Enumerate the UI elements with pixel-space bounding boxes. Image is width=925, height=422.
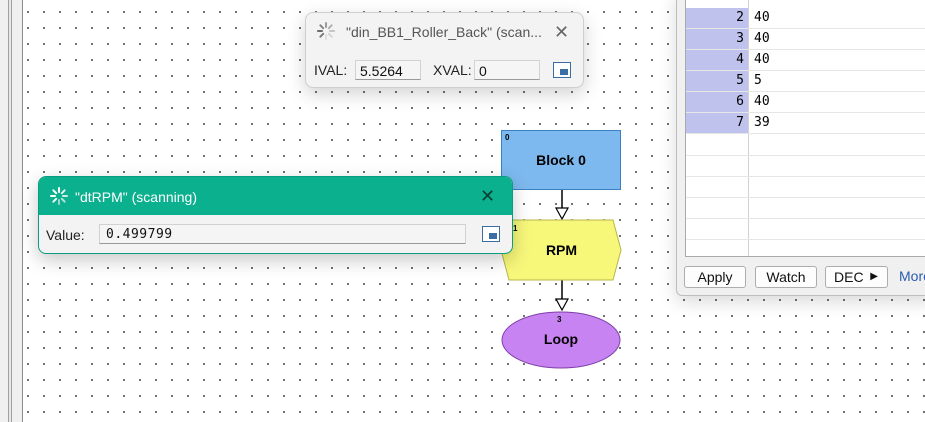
connector-rpm-loop — [555, 280, 569, 312]
empty-row — [686, 218, 925, 240]
block-number: 0 — [505, 133, 510, 142]
row-index: 6 — [686, 92, 748, 112]
ival-field[interactable]: 5.5264 — [355, 60, 421, 80]
block-number: 3 — [557, 315, 562, 324]
watch-window-titlebar[interactable]: "dtRPM" (scanning) ✕ — [39, 177, 512, 215]
index-column — [686, 0, 749, 256]
block-label: RPM — [545, 242, 578, 258]
block-label: Loop — [543, 331, 579, 347]
row-index: 2 — [686, 8, 748, 28]
scanning-spinner-icon — [317, 22, 335, 40]
canvas-left-frame — [0, 0, 23, 422]
watch-window-title: "dtRPM" (scanning) — [75, 189, 197, 205]
apply-button[interactable]: Apply — [684, 266, 746, 288]
table-row[interactable]: 4 40 — [686, 50, 925, 71]
close-icon[interactable]: ✕ — [554, 22, 570, 42]
value-field[interactable]: 0.499799 — [99, 224, 466, 244]
row-value[interactable]: 40 — [754, 52, 770, 67]
row-value[interactable]: 40 — [754, 94, 770, 109]
close-icon[interactable]: ✕ — [480, 186, 496, 206]
row-value[interactable]: 40 — [754, 10, 770, 25]
format-label: DEC — [834, 269, 864, 285]
table-row[interactable]: 6 40 — [686, 92, 925, 113]
row-value[interactable]: 5 — [754, 73, 762, 88]
popout-icon[interactable] — [482, 226, 500, 242]
connector-block0-rpm — [555, 189, 569, 221]
block-label: Block 0 — [536, 152, 586, 168]
xval-field[interactable]: 0 — [474, 60, 540, 80]
row-index: 7 — [686, 113, 748, 133]
more-link[interactable]: More — [899, 268, 925, 284]
row-index: 3 — [686, 29, 748, 49]
row-value[interactable]: 39 — [754, 115, 770, 130]
flow-block-rpm[interactable]: 1 RPM — [501, 219, 622, 281]
scanning-spinner-icon — [50, 187, 68, 205]
row-value[interactable]: 40 — [754, 31, 770, 46]
rpm-hexagon-shape — [501, 219, 622, 281]
table-row[interactable]: 2 40 — [686, 8, 925, 29]
watch-window-din-bb1-roller-back[interactable]: "din_BB1_Roller_Back" (scan... ✕ IVAL: 5… — [305, 12, 584, 88]
empty-row — [686, 197, 925, 219]
watch-button[interactable]: Watch — [755, 266, 817, 288]
watch-window-title: "din_BB1_Roller_Back" (scan... — [346, 24, 542, 40]
flow-block-loop[interactable]: 3 Loop — [501, 311, 621, 369]
empty-row — [686, 155, 925, 177]
data-watch-panel[interactable]: 2 40 3 40 4 40 556 40 7 39 Apply Watch DEC ▶ More — [676, 0, 925, 296]
block-number: 1 — [513, 224, 518, 233]
row-index: 4 — [686, 50, 748, 70]
watch-window-dtrpm[interactable]: "dtRPM" (scanning) ✕ Value: 0.499799 — [38, 176, 513, 254]
row-index: 5 — [686, 71, 748, 91]
empty-row — [686, 176, 925, 198]
value-label: Value: — [46, 227, 85, 243]
triangle-right-icon: ▶ — [870, 271, 878, 282]
loop-ellipse-shape — [501, 311, 621, 369]
empty-row — [686, 134, 925, 156]
table-row[interactable]: 7 39 — [686, 113, 925, 134]
frame-divider[interactable] — [8, 0, 12, 422]
popout-icon[interactable] — [553, 62, 571, 78]
table-row[interactable]: 3 40 — [686, 29, 925, 50]
format-dropdown-button[interactable]: DEC ▶ — [825, 266, 888, 288]
ival-label: IVAL: — [314, 62, 348, 78]
xval-label: XVAL: — [433, 62, 472, 78]
flow-block-0[interactable]: 0 Block 0 — [501, 130, 621, 190]
